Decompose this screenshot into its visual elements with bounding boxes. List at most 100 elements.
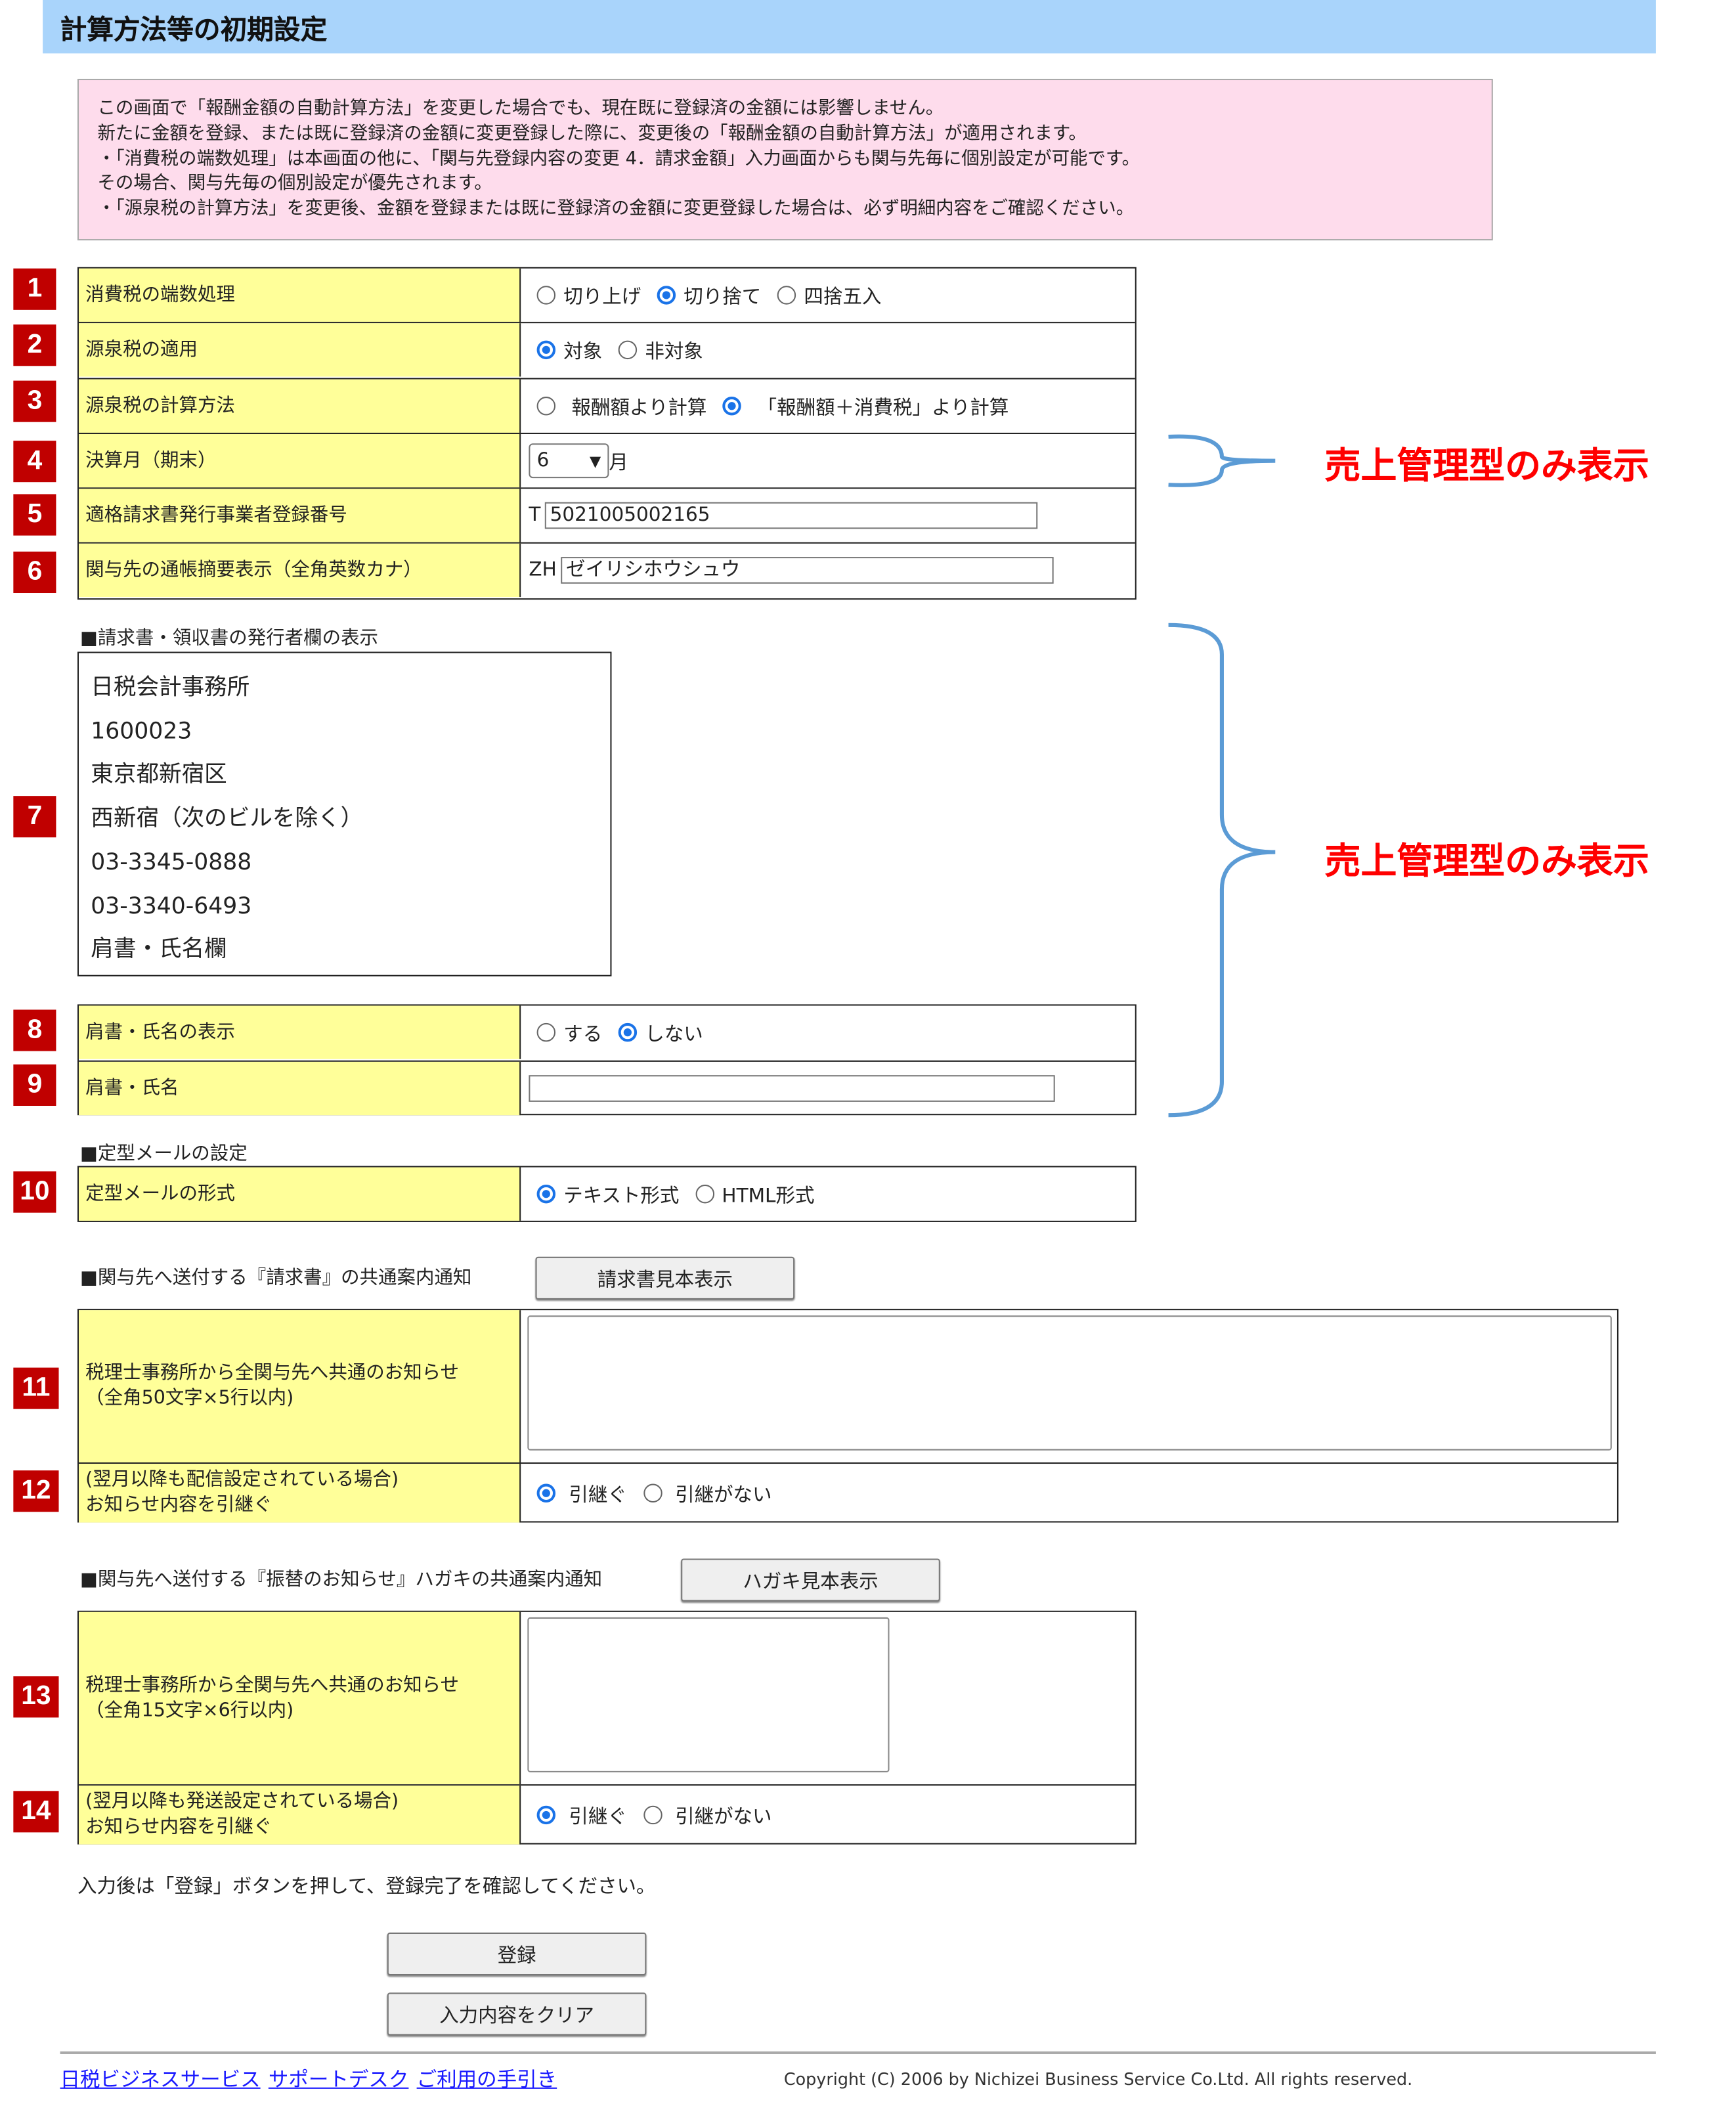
mail-table: 定型メールの形式 テキスト形式 HTML形式 — [77, 1166, 1137, 1222]
notice-box: この画面で「報酬金額の自動計算方法」を変更した場合でも、現在既に登録済の金額には… — [77, 78, 1493, 241]
badge-6: 6 — [13, 551, 56, 594]
radio-applicable[interactable] — [536, 340, 556, 360]
badge-2: 2 — [13, 324, 56, 366]
radio-label: 引継がない — [675, 1806, 772, 1828]
footer-link-support[interactable]: サポートデスク — [268, 2067, 409, 2092]
issuer-heading: ■請求書・領収書の発行者欄の表示 — [80, 627, 379, 649]
clear-button[interactable]: 入力内容をクリア — [387, 1992, 647, 2036]
label-line: 税理士事務所から全関与先へ共通のお知らせ — [85, 1674, 460, 1696]
radio-hide[interactable] — [618, 1022, 638, 1042]
badge-14: 14 — [13, 1791, 59, 1833]
row-passbook: 関与先の通帳摘要表示（全角英数カナ） ZH ゼイリシホウシュウ — [78, 542, 1135, 598]
row-invoice-carry: (翌月以降も配信設定されている場合) お知らせ内容を引継ぐ 引継ぐ 引継がない — [78, 1462, 1617, 1523]
issuer-line: 肩書・氏名欄 — [91, 936, 227, 963]
badge-10: 10 — [13, 1171, 56, 1213]
page-title: 計算方法等の初期設定 — [60, 13, 328, 46]
invoice-notice-table: 税理士事務所から全関与先へ共通のお知らせ （全角50文字×5行以内) (翌月以降… — [77, 1309, 1618, 1523]
label-line: （全角15文字×6行以内) — [85, 1699, 294, 1721]
badge-7: 7 — [13, 796, 56, 838]
radio-round-half[interactable] — [777, 286, 796, 305]
notice-line: ・「源泉税の計算方法」を変更後、金額を登録または既に登録済の金額に変更登録した場… — [97, 198, 1135, 219]
instruction-text: 入力後は「登録」ボタンを押して、登録完了を確認してください。 — [77, 1876, 656, 1898]
radio-label: 報酬額より計算 — [571, 397, 707, 419]
postcard-message-label: 税理士事務所から全関与先へ共通のお知らせ （全角15文字×6行以内) — [78, 1611, 521, 1785]
radio-not-applicable[interactable] — [618, 340, 638, 360]
footer-divider — [60, 2051, 1656, 2054]
fiscal-month-label: 決算月（期末） — [78, 433, 521, 488]
badge-11: 11 — [13, 1367, 59, 1409]
postcard-carry-label: (翌月以降も発送設定されている場合) お知らせ内容を引継ぐ — [78, 1786, 521, 1845]
sales-only-annotation: 売上管理型のみ表示 — [1324, 446, 1649, 488]
invoice-message-label: 税理士事務所から全関与先へ共通のお知らせ （全角50文字×5行以内) — [78, 1310, 521, 1463]
footer-link-guide[interactable]: ご利用の手引き — [416, 2067, 557, 2092]
invoice-message-textarea[interactable] — [527, 1315, 1612, 1451]
radio-label: 四捨五入 — [804, 286, 882, 308]
radio-label: テキスト形式 — [563, 1185, 680, 1207]
fiscal-month-select[interactable]: 6▼ — [529, 443, 609, 479]
title-name-label: 肩書・氏名 — [78, 1061, 521, 1116]
month-suffix: 月 — [609, 452, 628, 473]
invoice-notice-heading: ■関与先へ送付する『請求書』の共通案内通知 — [80, 1267, 472, 1289]
radio-label: 切り捨て — [684, 286, 762, 308]
radio-carry-over[interactable] — [536, 1805, 556, 1825]
issuer-line: 1600023 — [91, 718, 192, 745]
radio-no-carry-over[interactable] — [643, 1805, 662, 1825]
mail-format-label: 定型メールの形式 — [78, 1167, 521, 1221]
register-button[interactable]: 登録 — [387, 1932, 647, 1975]
bracket-icon — [1168, 434, 1276, 1118]
settings-table: 消費税の端数処理 切り上げ 切り捨て 四捨五入 源泉税の適用 対象 非対象 源泉… — [77, 267, 1137, 600]
issuer-line: 03-3345-0888 — [91, 849, 252, 876]
row-withholding: 源泉税の適用 対象 非対象 — [78, 322, 1135, 377]
chevron-down-icon: ▼ — [589, 452, 601, 470]
radio-label: 引継がない — [675, 1484, 772, 1506]
invoice-carry-label: (翌月以降も配信設定されている場合) お知らせ内容を引継ぐ — [78, 1464, 521, 1523]
radio-no-carry-over[interactable] — [643, 1483, 662, 1503]
radio-carry-over[interactable] — [536, 1483, 556, 1503]
row-withholding-calc: 源泉税の計算方法 報酬額より計算 「報酬額＋消費税」より計算 — [78, 378, 1135, 433]
label-line: 税理士事務所から全関与先へ共通のお知らせ — [85, 1362, 460, 1384]
badge-13: 13 — [13, 1676, 59, 1718]
row-invoice-message: 税理士事務所から全関与先へ共通のお知らせ （全角50文字×5行以内) — [78, 1310, 1617, 1463]
label-line: （全角50文字×5行以内) — [85, 1388, 294, 1409]
label-line: (翌月以降も配信設定されている場合) — [85, 1469, 399, 1491]
radio-show[interactable] — [536, 1022, 556, 1042]
footer-link-nbs[interactable]: 日税ビジネスサービス — [60, 2067, 261, 2092]
invoice-sample-button[interactable]: 請求書見本表示 — [535, 1256, 795, 1300]
radio-html-format[interactable] — [695, 1184, 714, 1204]
badge-3: 3 — [13, 380, 56, 422]
radio-calc-fee[interactable] — [536, 397, 556, 416]
mail-heading: ■定型メールの設定 — [80, 1143, 248, 1165]
title-display-label: 肩書・氏名の表示 — [78, 1005, 521, 1059]
badge-9: 9 — [13, 1064, 56, 1106]
postcard-sample-button[interactable]: ハガキ見本表示 — [681, 1558, 940, 1602]
radio-round-down[interactable] — [657, 286, 676, 305]
row-mail-format: 定型メールの形式 テキスト形式 HTML形式 — [78, 1167, 1135, 1221]
radio-label: HTML形式 — [722, 1185, 815, 1207]
notice-line: 新たに金額を登録、または既に登録済の金額に変更登録した際に、変更後の「報酬金額の… — [97, 122, 1087, 144]
withholding-label: 源泉税の適用 — [78, 323, 521, 377]
label-line: (翌月以降も発送設定されている場合) — [85, 1791, 399, 1812]
postcard-notice-table: 税理士事務所から全関与先へ共通のお知らせ （全角15文字×6行以内) (翌月以降… — [77, 1610, 1137, 1845]
radio-label: 引継ぐ — [569, 1484, 627, 1506]
issuer-line: 日税会計事務所 — [91, 674, 250, 701]
radio-calc-fee-tax[interactable] — [722, 397, 742, 416]
invoice-no-input[interactable]: 5021005002165 — [544, 502, 1037, 529]
radio-label: する — [563, 1023, 603, 1045]
radio-label: 引継ぐ — [569, 1806, 627, 1828]
radio-label: 非対象 — [645, 341, 703, 363]
withholding-calc-label: 源泉税の計算方法 — [78, 379, 521, 433]
radio-text-format[interactable] — [536, 1184, 556, 1204]
badge-8: 8 — [13, 1009, 56, 1051]
badge-4: 4 — [13, 441, 56, 483]
title-table: 肩書・氏名の表示 する しない 肩書・氏名 — [77, 1004, 1137, 1116]
title-name-input[interactable] — [529, 1075, 1055, 1102]
passbook-input[interactable]: ゼイリシホウシュウ — [560, 557, 1054, 584]
issuer-line: 東京都新宿区 — [91, 762, 227, 789]
row-rounding: 消費税の端数処理 切り上げ 切り捨て 四捨五入 — [78, 268, 1135, 322]
row-postcard-carry: (翌月以降も発送設定されている場合) お知らせ内容を引継ぐ 引継ぐ 引継がない — [78, 1784, 1135, 1845]
radio-round-up[interactable] — [536, 286, 556, 305]
rounding-label: 消費税の端数処理 — [78, 268, 521, 322]
issuer-line: 03-3340-6493 — [91, 892, 252, 920]
postcard-message-textarea[interactable] — [527, 1617, 890, 1772]
passbook-label: 関与先の通帳摘要表示（全角英数カナ） — [78, 543, 521, 598]
